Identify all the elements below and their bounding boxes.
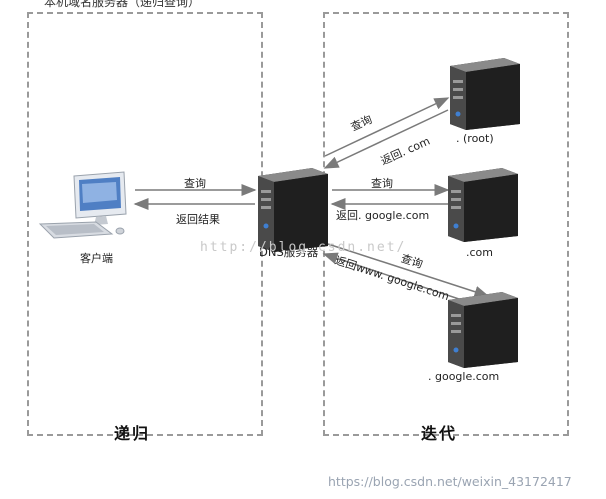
recursive-title: 递归 [114,424,151,443]
root-return-arrow [323,109,449,169]
dns-server-label: DNS服务器 [259,245,319,259]
root-server-label: . (root) [456,132,494,145]
client-label: 客户端 [80,252,113,265]
footer-url: https://blog.csdn.net/weixin_43172417 [328,474,572,489]
com-return-label: 返回. google.com [336,209,430,222]
google-server-label: . google.com [428,370,500,383]
watermark: http://blog.csdn.net/ [200,240,407,255]
root-query-arrow [324,97,450,157]
com-query-label: 查询 [371,177,393,190]
iterative-title: 迭代 [421,424,458,443]
com-server-label: .com [466,246,493,259]
top-cut-caption: 本机域名服务器（递归查询） [44,0,201,9]
google-return-arrow [322,252,481,307]
client-query-label: 查询 [184,177,206,190]
client-return-label: 返回结果 [176,213,220,226]
google-query-arrow [327,243,490,298]
